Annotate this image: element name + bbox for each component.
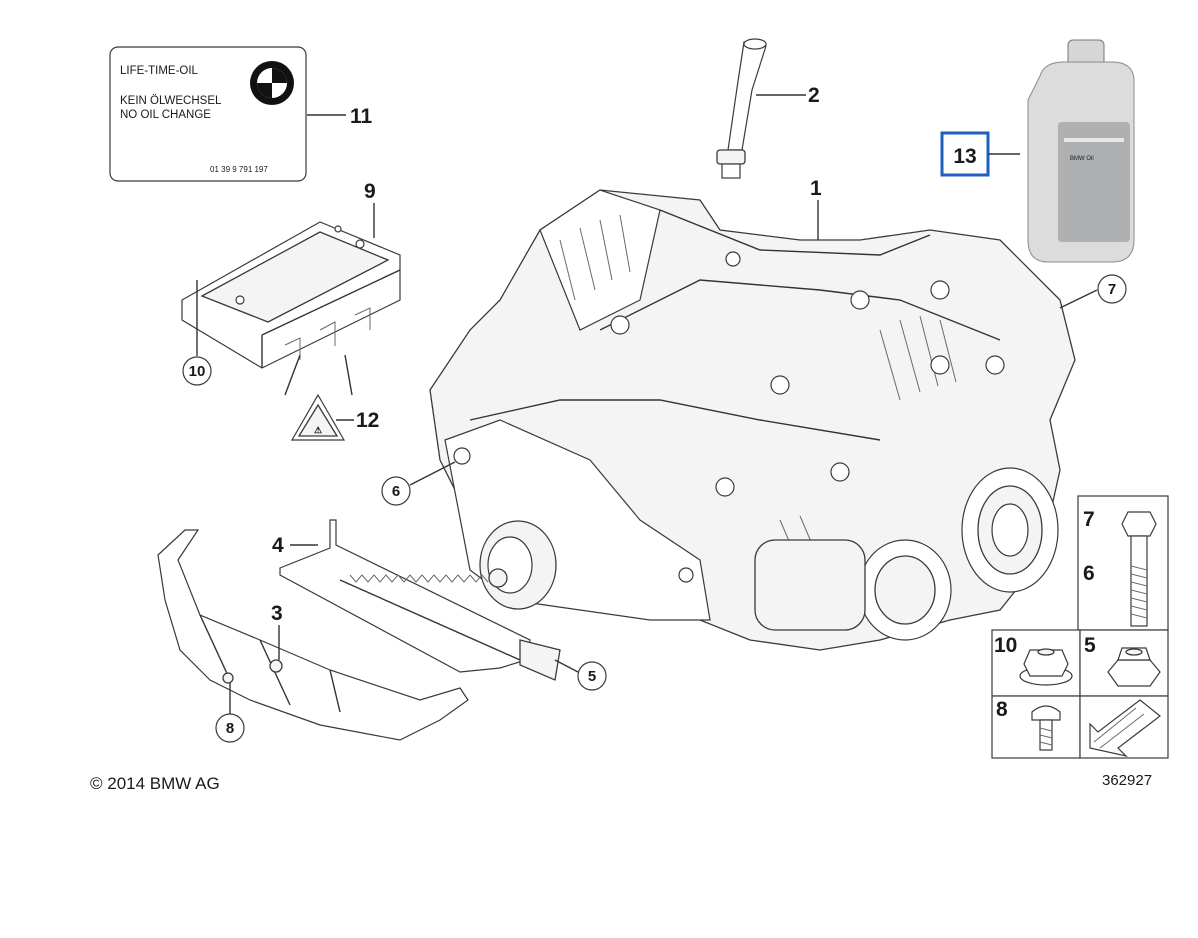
callout-2[interactable]: 2 <box>808 84 820 107</box>
oil-bottle: BMW Oil <box>1027 39 1135 263</box>
table-callout-6[interactable]: 6 <box>1083 562 1095 585</box>
callout-3[interactable]: 3 <box>271 602 283 625</box>
oil-label-card: LIFE-TIME-OIL KEIN ÖLWECHSEL NO OIL CHAN… <box>109 46 307 182</box>
svg-text:BMW Oil: BMW Oil <box>1070 156 1094 162</box>
callout-7-circle[interactable]: 7 <box>1108 281 1116 298</box>
flange-nut-icon <box>1019 648 1073 686</box>
card-line2: KEIN ÖLWECHSEL <box>120 95 222 107</box>
lower-shield <box>157 529 469 741</box>
callout-6-circle[interactable]: 6 <box>392 483 400 500</box>
callout-10-circle[interactable]: 10 <box>189 363 206 380</box>
callout-1[interactable]: 1 <box>810 177 822 200</box>
card-line3: NO OIL CHANGE <box>120 109 211 121</box>
callout-12[interactable]: 12 <box>356 409 379 432</box>
callout-9[interactable]: 9 <box>364 180 376 203</box>
screw-icon <box>1031 705 1061 751</box>
hex-nut-icon <box>1107 647 1161 687</box>
copyright-text: © 2014 BMW AG <box>90 774 220 793</box>
callout-5-circle[interactable]: 5 <box>588 668 596 685</box>
breather-tube <box>716 38 767 179</box>
bmw-logo-icon <box>250 61 294 105</box>
card-part-number: 01 39 9 791 197 <box>210 165 268 174</box>
bolt-icon <box>1121 511 1157 627</box>
table-callout-5[interactable]: 5 <box>1084 634 1096 657</box>
table-callout-8[interactable]: 8 <box>996 698 1008 721</box>
callout-13[interactable]: 13 <box>953 145 976 168</box>
transfer-case-housing <box>429 189 1076 651</box>
svg-text:⚠: ⚠ <box>314 425 322 435</box>
direction-arrow-icon <box>1089 699 1161 758</box>
control-unit <box>181 221 401 369</box>
callout-11[interactable]: 11 <box>350 105 373 128</box>
table-callout-7[interactable]: 7 <box>1083 508 1095 531</box>
callout-8-circle[interactable]: 8 <box>226 720 234 737</box>
heat-shield-bracket <box>279 519 561 681</box>
table-callout-10[interactable]: 10 <box>994 634 1017 657</box>
diagram-id: 362927 <box>1102 772 1152 789</box>
warning-triangle-label: ⚠ <box>290 393 346 441</box>
card-line1: LIFE-TIME-OIL <box>120 65 199 77</box>
callout-4[interactable]: 4 <box>272 534 284 557</box>
